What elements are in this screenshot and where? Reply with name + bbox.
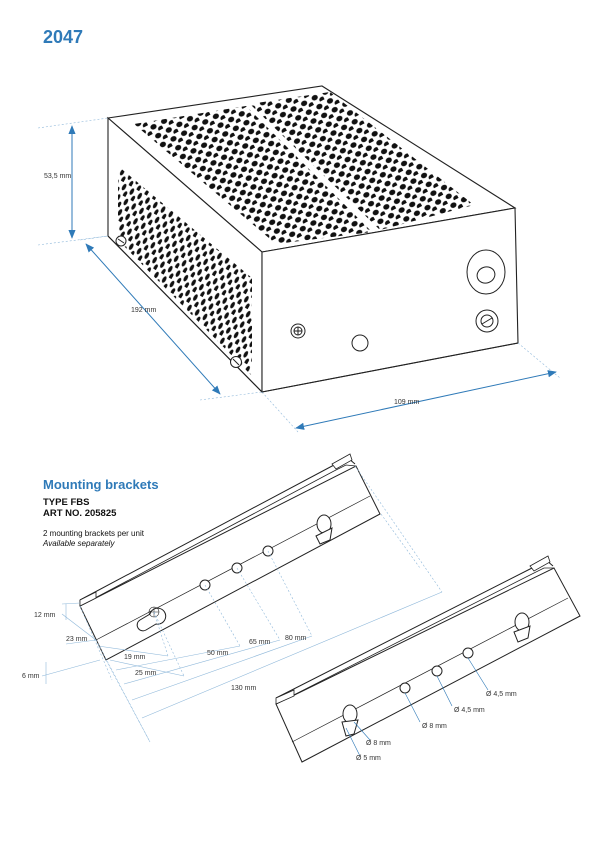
fuse-holder-icon (475, 309, 499, 333)
enclosure (106, 85, 519, 394)
bracket-note: 2 mounting brackets per unit Available s… (43, 529, 144, 549)
dim-19mm: 19 mm (124, 654, 146, 661)
product-number: 2047 (43, 27, 84, 47)
section-heading: Mounting brackets (43, 477, 159, 492)
art-number: ART NO. 205825 (43, 508, 117, 519)
height-label: 53,5 mm (44, 173, 71, 180)
front-hole (351, 334, 369, 352)
keyhole-slot (513, 612, 531, 643)
mounting-bracket-left (79, 453, 381, 661)
cable-gland-icon (466, 249, 506, 295)
enclosure-dimensions: 53,5 mm 192 mm 109 mm (37, 117, 561, 433)
dim-12mm: 12 mm (34, 612, 56, 619)
depth-dimension-line (85, 243, 221, 395)
width-dimension-line (295, 370, 557, 430)
keyhole-slot (341, 704, 359, 737)
hole-label-4: Ø 8 mm (366, 740, 391, 747)
screw-icon (115, 235, 127, 247)
keyhole-slot (315, 514, 333, 545)
dim-65mm: 65 mm (249, 639, 271, 646)
bracket-hole (431, 665, 443, 677)
dim-6mm: 6 mm (22, 673, 40, 680)
hole-label-2: Ø 4,5 mm (454, 707, 485, 714)
dim-25mm: 25 mm (135, 670, 157, 677)
screw-icon (290, 323, 306, 339)
mounting-bracket-right (275, 555, 581, 763)
type-block: TYPE FBS ART NO. 205825 (43, 497, 116, 519)
width-label: 109 mm (394, 399, 419, 406)
bracket-hole (462, 647, 474, 659)
hole-label-3: Ø 8 mm (422, 723, 447, 730)
dim-80mm: 80 mm (285, 635, 307, 642)
dim-130mm: 130 mm (231, 685, 256, 692)
screw-icon (230, 356, 242, 368)
note-availability: Available separately (43, 539, 115, 548)
dim-50mm: 50 mm (207, 650, 229, 657)
bracket-hole (399, 682, 411, 694)
hole-label-5: Ø 5 mm (356, 755, 381, 762)
dim-23mm: 23 mm (66, 636, 88, 643)
hole-label-1: Ø 4,5 mm (486, 691, 517, 698)
bracket-dimensions (41, 465, 443, 743)
note-quantity: 2 mounting brackets per unit (43, 529, 144, 538)
depth-label: 192 mm (131, 307, 156, 314)
type-label: TYPE FBS (43, 497, 90, 508)
